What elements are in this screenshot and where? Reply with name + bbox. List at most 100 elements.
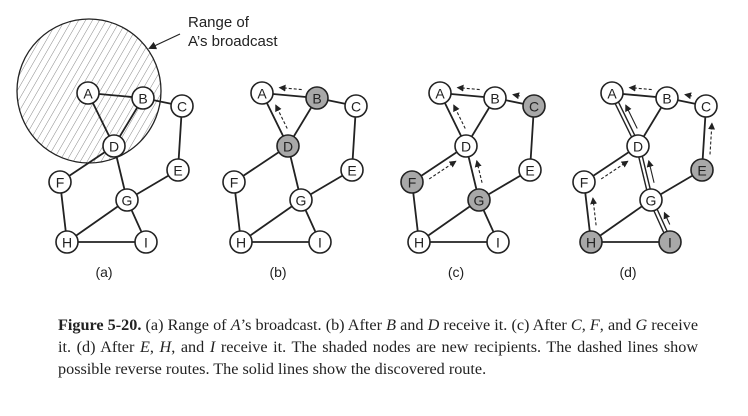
node-circle xyxy=(115,188,139,212)
panel-label: (d) xyxy=(619,264,636,280)
node-circle xyxy=(407,230,431,254)
node-label: B xyxy=(138,91,147,107)
node-I: I xyxy=(308,230,332,254)
node-circle xyxy=(694,94,718,118)
reverse-route-arrow-DA xyxy=(453,104,466,129)
node-label: E xyxy=(173,163,182,179)
node-circle xyxy=(579,230,603,254)
node-label: A xyxy=(83,86,93,102)
node-G: G xyxy=(115,188,139,212)
node-I: I xyxy=(486,230,510,254)
node-circle xyxy=(222,170,246,194)
node-A: A xyxy=(76,81,100,105)
annotation-line-2: A’s broadcast xyxy=(188,33,278,50)
node-circle xyxy=(166,158,190,182)
edge-GH xyxy=(590,199,652,243)
panel-a: A B C D E F G H I (a) xyxy=(48,81,194,280)
node-C: C xyxy=(522,94,546,118)
node-circle xyxy=(276,134,300,158)
node-circle xyxy=(170,94,194,118)
caption-fragment: receive it. (c) After xyxy=(439,316,571,334)
node-circle xyxy=(454,134,478,158)
node-label: A xyxy=(257,86,267,102)
reverse-route-arrow-BA xyxy=(628,84,652,92)
caption-fragment: , xyxy=(149,338,160,356)
node-circle xyxy=(340,158,364,182)
node-label: H xyxy=(586,235,596,251)
node-label: F xyxy=(230,175,239,191)
node-label: I xyxy=(144,235,148,251)
node-circle xyxy=(655,86,679,110)
node-H: H xyxy=(55,230,79,254)
caption-fragment: F xyxy=(589,316,600,334)
route-arrow-DA xyxy=(625,104,638,129)
node-circle xyxy=(344,94,368,118)
node-label: E xyxy=(697,163,706,179)
caption-fragment: ’s broadcast. (b) After xyxy=(240,316,387,334)
broadcast-diagram: Range of A’s broadcast A B C D E F G H I (a) A B C D E… xyxy=(16,14,718,280)
node-label: B xyxy=(490,91,499,107)
edge-GH xyxy=(418,199,480,243)
node-circle xyxy=(639,188,663,212)
node-A: A xyxy=(428,81,452,105)
node-I: I xyxy=(658,230,682,254)
node-label: D xyxy=(109,139,119,155)
node-label: I xyxy=(668,235,672,251)
node-label: F xyxy=(580,175,589,191)
node-circle xyxy=(658,230,682,254)
node-label: E xyxy=(525,163,534,179)
node-circle xyxy=(289,188,313,212)
node-I: I xyxy=(134,230,158,254)
reverse-route-arrow-EC xyxy=(708,122,716,155)
reverse-route-arrow-GD xyxy=(474,159,483,183)
node-E: E xyxy=(518,158,542,182)
node-label: D xyxy=(633,139,643,155)
node-label: C xyxy=(351,99,361,115)
node-label: B xyxy=(662,91,671,107)
caption-fragment: , and xyxy=(171,338,210,356)
caption-fragment: receive it. (d) After xyxy=(58,316,698,356)
node-label: I xyxy=(318,235,322,251)
node-label: C xyxy=(529,99,539,115)
caption-fragment: E xyxy=(139,338,150,356)
node-circle xyxy=(134,230,158,254)
node-label: C xyxy=(177,99,187,115)
node-label: A xyxy=(435,86,445,102)
caption-fragment: , xyxy=(581,316,590,334)
node-label: F xyxy=(56,175,65,191)
caption-fragment: C xyxy=(570,316,582,334)
node-label: I xyxy=(496,235,500,251)
caption-label: Figure 5-20. xyxy=(58,316,142,334)
node-label: H xyxy=(414,235,424,251)
node-B: B xyxy=(483,86,507,110)
node-C: C xyxy=(344,94,368,118)
node-A: A xyxy=(250,81,274,105)
node-H: H xyxy=(229,230,253,254)
node-label: F xyxy=(408,175,417,191)
node-B: B xyxy=(131,86,155,110)
node-circle xyxy=(600,81,624,105)
caption-fragment: , and xyxy=(599,316,636,334)
node-F: F xyxy=(400,170,424,194)
caption-fragment: D xyxy=(427,316,440,334)
node-circle xyxy=(626,134,650,158)
panel-label: (a) xyxy=(95,264,112,280)
reverse-route-arrow-BA xyxy=(278,84,302,92)
node-C: C xyxy=(170,94,194,118)
reverse-route-arrow-DA xyxy=(275,104,288,129)
node-F: F xyxy=(572,170,596,194)
node-circle xyxy=(428,81,452,105)
node-circle xyxy=(467,188,491,212)
node-circle xyxy=(308,230,332,254)
edge-GH xyxy=(240,199,302,243)
figure-caption: Figure 5-20. (a) Range of A’s broadcast.… xyxy=(58,314,698,380)
node-label: D xyxy=(461,139,471,155)
caption-fragment: B xyxy=(386,316,396,334)
reverse-route-arrow-CB xyxy=(512,92,520,100)
reverse-route-arrow-FD xyxy=(428,160,457,180)
node-label: G xyxy=(474,193,485,209)
annotation-line-1: Range of xyxy=(188,14,250,31)
